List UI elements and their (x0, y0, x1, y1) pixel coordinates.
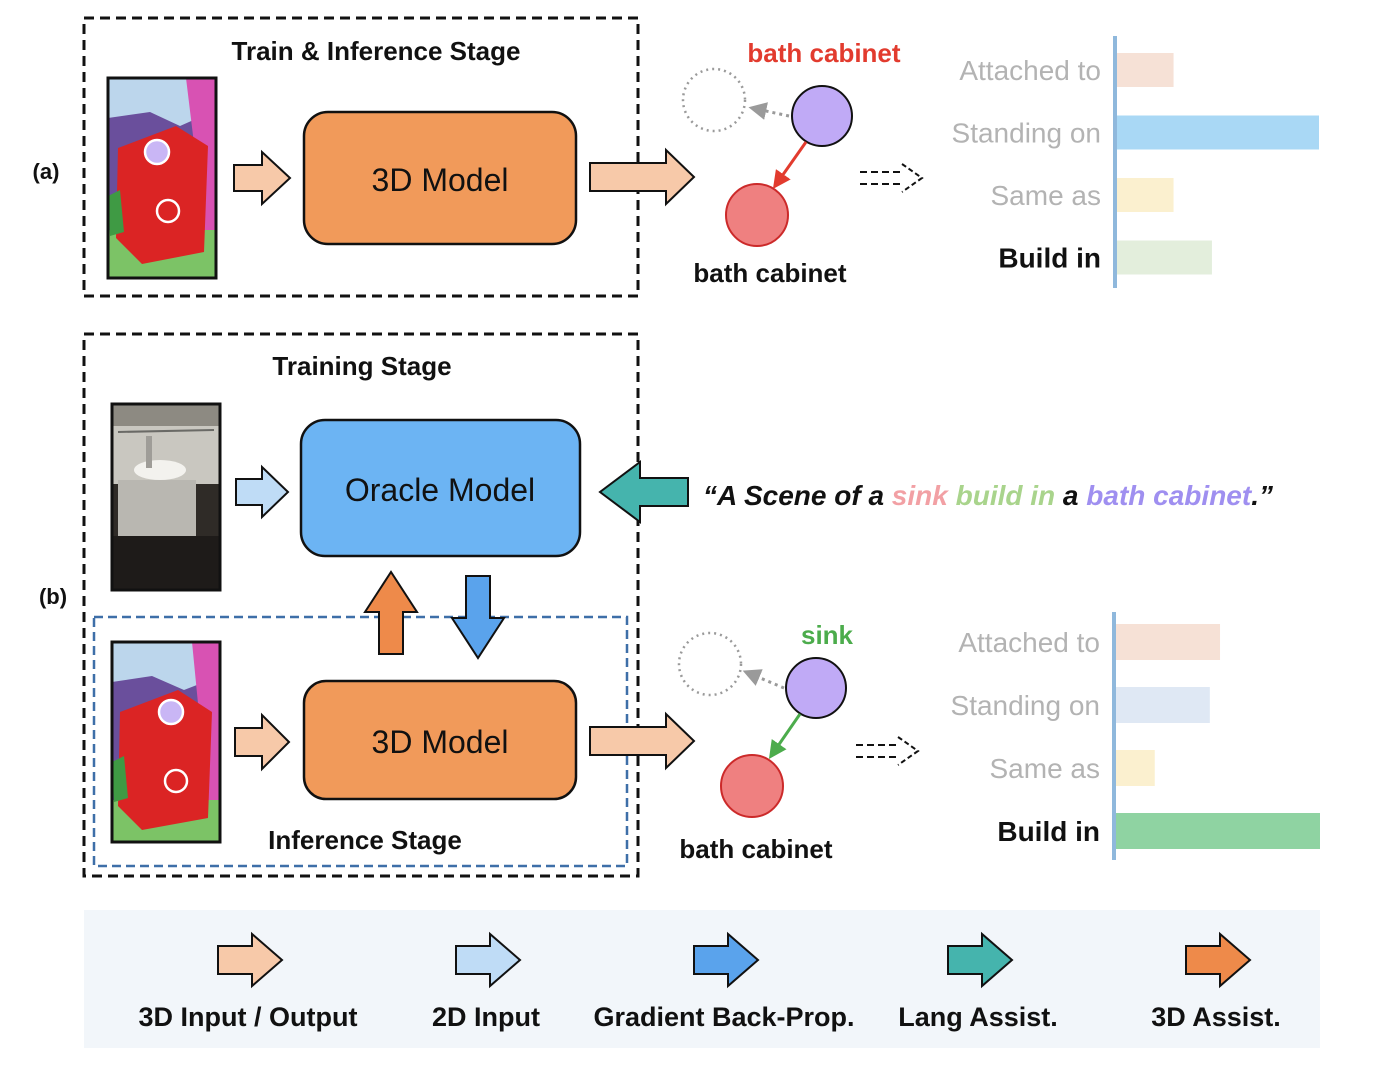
lang-assist-arrow (598, 460, 689, 524)
scene-3d-thumbnail-b (110, 640, 222, 844)
training-stage-title: Training Stage (272, 351, 451, 381)
relation-bar (1117, 178, 1174, 212)
language-caption: “A Scene of a sink build in a bath cabin… (703, 480, 1273, 511)
top-node-label-b: sink (801, 620, 854, 650)
legend-label: 3D Assist. (1151, 1002, 1281, 1032)
3d-model-label-b: 3D Model (372, 724, 509, 760)
caption-relation: build in (948, 480, 1055, 511)
legend-label: Lang Assist. (898, 1002, 1058, 1032)
relation-edge-a (772, 141, 808, 189)
caption-close: .” (1251, 480, 1273, 511)
relation-label: Same as (991, 180, 1102, 211)
input-arrow-a (233, 149, 292, 207)
legend-arrow-icon (217, 931, 284, 989)
relation-bar (1116, 687, 1210, 723)
panel-a-stage-box (82, 16, 640, 298)
dotted-edge-b (742, 669, 785, 690)
2d-input-arrow (235, 464, 290, 520)
bottom-node-b (720, 754, 784, 818)
3d-assist-arrow (363, 570, 419, 655)
3d-model-box-b (302, 679, 578, 801)
relation-label: Standing on (952, 118, 1101, 149)
legend-label: Gradient Back-Prop. (593, 1002, 854, 1032)
relation-label: Attached to (958, 627, 1100, 658)
relation-bar (1116, 750, 1155, 786)
relation-label: Build in (998, 243, 1101, 274)
inference-stage-box (92, 615, 629, 868)
legend-arrow-icon (693, 931, 760, 989)
caption-subject: sink (892, 480, 949, 511)
relation-bar (1117, 240, 1212, 275)
bottom-node-label-a: bath cabinet (693, 258, 846, 288)
output-arrow-b (589, 711, 696, 771)
scene-graph-b (677, 631, 847, 818)
dotted-edge-a (748, 102, 790, 120)
legend-arrow-icon (455, 931, 522, 989)
caption-middle: a (1055, 480, 1086, 511)
panel-a-label: (a) (33, 159, 60, 184)
legend-arrow-icon (947, 931, 1014, 989)
relation-bar (1117, 53, 1174, 87)
relation-label: Build in (997, 816, 1100, 847)
scene-graph-a (681, 67, 853, 247)
relation-bar (1116, 813, 1320, 849)
relation-label: Same as (990, 753, 1101, 784)
top-node-b (785, 657, 847, 719)
legend-panel (84, 910, 1320, 1048)
legend-label: 2D Input (432, 1002, 540, 1032)
dotted-node-a (681, 67, 747, 133)
relation-bar (1116, 624, 1221, 660)
bottom-node-a (725, 183, 789, 247)
bottom-node-label-b: bath cabinet (679, 834, 832, 864)
training-stage-box (82, 332, 640, 878)
top-node-a (791, 85, 853, 147)
legend: 3D Input / Output 2D Input Gradient Back-P… (139, 931, 1281, 1032)
caption-open: “A Scene of a (703, 480, 892, 511)
dotted-node-b (677, 631, 743, 697)
top-node-label-a: bath cabinet (747, 38, 900, 68)
dashed-arrow-b (856, 736, 920, 766)
output-arrow-a (589, 147, 696, 207)
oracle-model-label: Oracle Model (345, 472, 535, 508)
scene-2d-photo-thumbnail (110, 402, 222, 592)
scene-3d-thumbnail-a (106, 76, 218, 280)
legend-arrow-icon (1185, 931, 1252, 989)
dashed-arrow-a (860, 163, 924, 193)
legend-label: 3D Input / Output (139, 1002, 358, 1032)
gradient-backprop-arrow (450, 575, 506, 660)
oracle-model-box (299, 418, 582, 558)
input-arrow-b (234, 712, 291, 772)
relation-bars-b: Attached to Standing on Same as Build in (951, 612, 1320, 860)
3d-model-box-a (302, 110, 578, 246)
relation-bar (1117, 115, 1319, 150)
relation-label: Standing on (951, 690, 1100, 721)
inference-stage-title: Inference Stage (268, 825, 462, 855)
relation-label: Attached to (959, 55, 1101, 86)
panel-a-stage-title: Train & Inference Stage (232, 36, 521, 66)
panel-b-label: (b) (39, 584, 67, 609)
caption-object: bath cabinet (1086, 480, 1253, 511)
3d-model-label-a: 3D Model (372, 162, 509, 198)
relation-bars-a: Attached to Standing on Same as Build in (952, 36, 1319, 288)
relation-edge-b (768, 713, 802, 759)
